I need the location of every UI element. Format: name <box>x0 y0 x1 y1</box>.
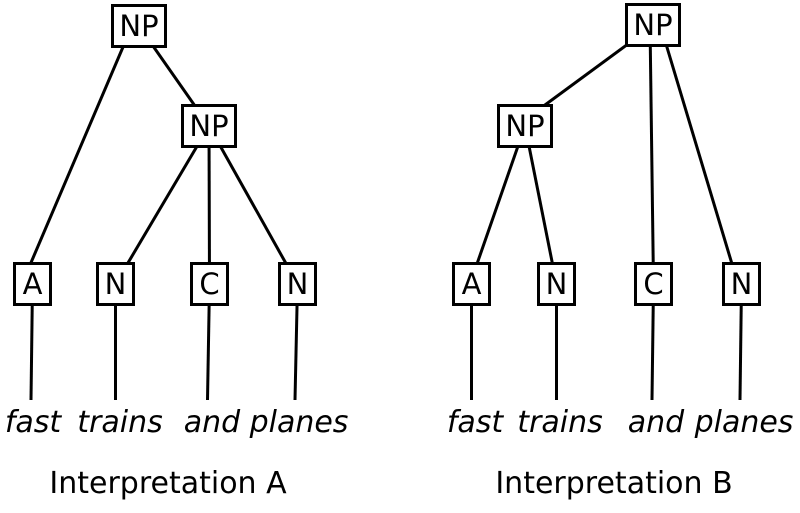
tree-b-leaf-c-node: C <box>634 262 673 306</box>
tree-a-inner-np-node: NP <box>181 104 237 148</box>
tree-a-leaf-n1-node: N <box>96 262 135 306</box>
tree-a-leaf-n2-node: N <box>278 262 317 306</box>
tree-a-edge-inner-to-leaf-n2 <box>207 125 299 285</box>
tree-b-edge-inner-to-leaf-n1 <box>523 125 558 285</box>
tree-b-edge-inner-to-leaf-a <box>468 125 527 285</box>
tree-b-leaf-n1-node: N <box>537 262 576 306</box>
tree-a-root-np-node: NP <box>111 4 167 48</box>
tree-b-root-np-node: NP <box>625 3 681 47</box>
tree-b-inner-np-node: NP <box>497 104 553 148</box>
tree-a-edge-root-to-leaf-a <box>25 39 128 273</box>
tree-a-leaf-a-node: A <box>13 262 52 306</box>
tree-a-leaf-c-node: C <box>190 262 229 306</box>
tree-b-edge-root-to-leaf-n2 <box>658 23 740 285</box>
tree-b-edge-root-to-leaf-c <box>648 23 655 285</box>
tree-b-leaf-a-node: A <box>452 262 491 306</box>
tree-b-leaf-n2-node: N <box>722 262 761 306</box>
tree-a-edge-inner-to-leaf-c <box>207 125 211 285</box>
tree-a-edge-inner-to-leaf-n1 <box>114 125 211 285</box>
